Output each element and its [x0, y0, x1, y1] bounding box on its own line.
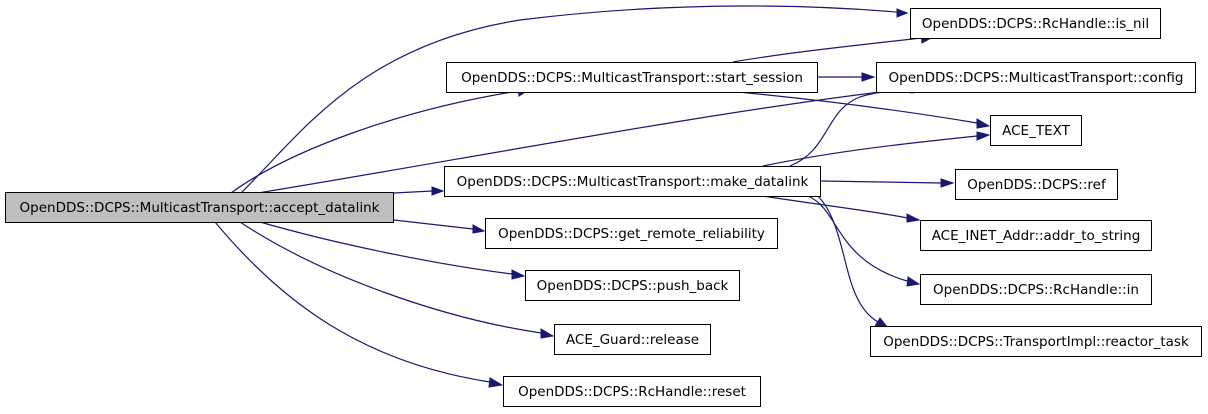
- edge-make_datalink-ace_text: [762, 135, 978, 167]
- node-addr-to-string[interactable]: ACE_INET_Addr::addr_to_string: [920, 220, 1152, 251]
- arrowhead-addr_to_string: [906, 213, 921, 223]
- edge-accept_datalink-release: [239, 221, 542, 334]
- edge-accept_datalink-config: [257, 87, 914, 194]
- arrowhead-make_datalink: [431, 186, 445, 196]
- node-config[interactable]: OpenDDS::DCPS::MulticastTransport::confi…: [876, 62, 1196, 93]
- node-make-datalink[interactable]: OpenDDS::DCPS::MulticastTransport::make_…: [444, 166, 821, 197]
- arrowhead-ref: [940, 178, 955, 188]
- node-reactor-task[interactable]: OpenDDS::DCPS::TransportImpl::reactor_ta…: [870, 326, 1202, 357]
- node-push-back[interactable]: OpenDDS::DCPS::push_back: [525, 270, 740, 301]
- edge-make_datalink-reactor_task: [817, 195, 879, 323]
- edge-make_datalink-rc_in: [807, 195, 908, 282]
- edge-accept_datalink-reset: [214, 221, 491, 383]
- node-ref[interactable]: OpenDDS::DCPS::ref: [955, 169, 1118, 200]
- arrowhead-push_back: [511, 269, 526, 280]
- arrowhead-ace_text-a: [976, 118, 991, 129]
- node-get-remote-reliability[interactable]: OpenDDS::DCPS::get_remote_reliability: [485, 218, 778, 249]
- edge-accept_datalink-get_remote_reliability: [393, 219, 474, 230]
- node-start-session[interactable]: OpenDDS::DCPS::MulticastTransport::start…: [446, 62, 818, 93]
- arrowhead-ace_text-b: [976, 131, 991, 141]
- arrowhead-is_nil: [896, 8, 909, 18]
- arrowhead-reset: [488, 377, 504, 388]
- arrowhead-get_remote_reliability: [472, 224, 486, 234]
- edge-accept_datalink-push_back: [259, 221, 513, 275]
- edge-make_datalink-ref: [820, 180, 942, 184]
- node-reset[interactable]: OpenDDS::DCPS::RcHandle::reset: [503, 376, 761, 407]
- edge-make_datalink-addr_to_string: [762, 195, 908, 219]
- arrowhead-rc_in: [906, 276, 921, 287]
- edge-start_session-is_nil: [732, 37, 922, 63]
- edge-make_datalink-config: [789, 88, 912, 167]
- edge-accept_datalink-is_nil: [240, 5, 908, 194]
- arrowhead-release: [540, 328, 555, 339]
- edge-accept_datalink-make_datalink: [393, 190, 433, 194]
- node-ace-text[interactable]: ACE_TEXT: [990, 115, 1082, 146]
- node-is-nil[interactable]: OpenDDS::DCPS::RcHandle::is_nil: [910, 8, 1161, 39]
- node-release[interactable]: ACE_Guard::release: [554, 324, 711, 355]
- node-rchandle-in[interactable]: OpenDDS::DCPS::RcHandle::in: [920, 274, 1152, 305]
- node-accept-datalink: OpenDDS::DCPS::MulticastTransport::accep…: [5, 192, 394, 223]
- edge-accept_datalink-start_session: [230, 90, 519, 194]
- edge-start_session-ace_text: [737, 91, 978, 124]
- arrowhead-config-b: [861, 72, 876, 82]
